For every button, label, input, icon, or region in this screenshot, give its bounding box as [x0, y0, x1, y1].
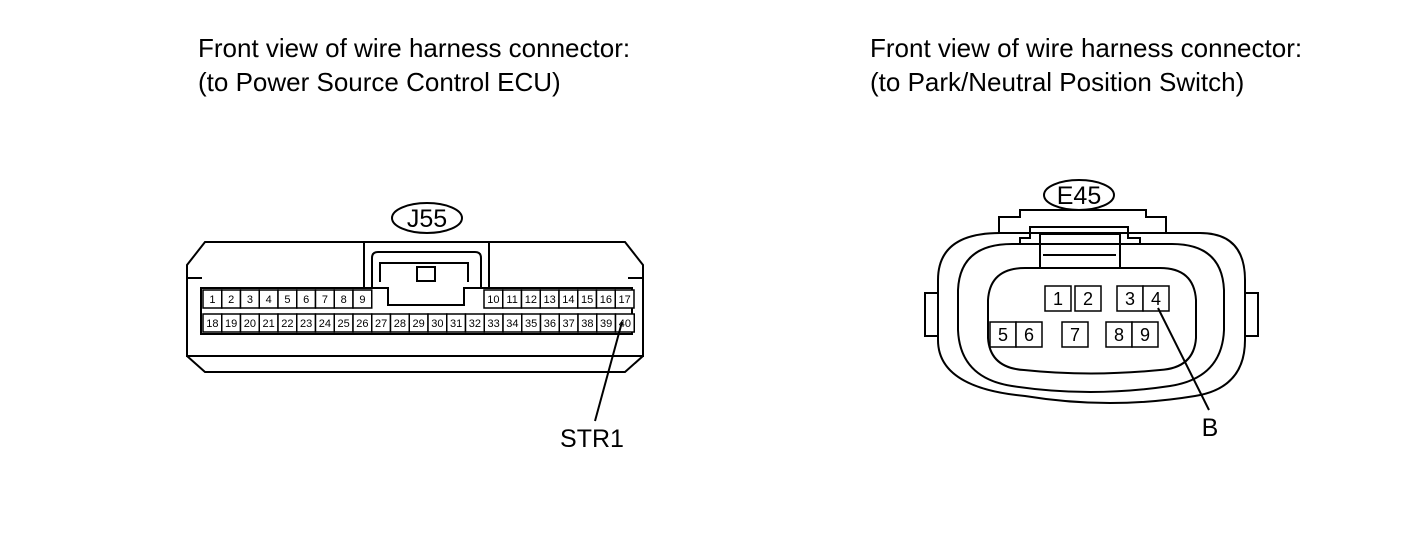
j55-pin-area-outline — [200, 287, 633, 335]
j55-pin-36-label: 36 — [544, 318, 556, 330]
j55-pin-30-label: 30 — [431, 318, 443, 330]
e45-pin-9-cavity — [1131, 321, 1159, 348]
e45-pin-4-cavity — [1142, 285, 1170, 312]
j55-pin-27-label: 27 — [375, 318, 387, 330]
j55-pin-17-cavity — [614, 289, 635, 309]
j55-lock-latch — [379, 262, 469, 282]
j55-pin-2-label: 2 — [228, 294, 234, 306]
e45-pin-4-label: 4 — [1151, 289, 1161, 309]
e45-pin-6-label: 6 — [1024, 325, 1034, 345]
j55-pin-17-label: 17 — [619, 294, 631, 306]
e45-label-ellipse — [1043, 179, 1115, 211]
j55-pin-15-label: 15 — [581, 294, 593, 306]
j55-pin-20-label: 20 — [244, 318, 256, 330]
e45-top-lock-inner — [1019, 226, 1141, 244]
e45-pin-3-label: 3 — [1125, 289, 1135, 309]
j55-label: J55 — [407, 205, 447, 233]
j55-pin-21-label: 21 — [263, 318, 275, 330]
j55-pin-4-label: 4 — [266, 294, 272, 306]
b-callout-label: B — [1202, 414, 1219, 442]
e45-pin-8-label: 8 — [1114, 325, 1124, 345]
j55-pin-16-label: 16 — [600, 294, 612, 306]
j55-pin-32-label: 32 — [469, 318, 481, 330]
j55-pin-1-label: 1 — [209, 294, 215, 306]
e45-pin-9-label: 9 — [1140, 325, 1150, 345]
j55-pin-5-label: 5 — [284, 294, 290, 306]
left-connector-caption: Front view of wire harness connector: (t… — [198, 31, 630, 99]
right-caption-line1: Front view of wire harness connector: — [870, 33, 1303, 63]
str1-callout-label: STR1 — [560, 425, 624, 453]
j55-pin-24-label: 24 — [319, 318, 331, 330]
j55-pin-39-label: 39 — [600, 318, 612, 330]
j55-pin-18-label: 18 — [206, 318, 218, 330]
e45-pin-1-cavity — [1044, 285, 1072, 312]
left-caption-line1: Front view of wire harness connector: — [198, 33, 631, 63]
j55-pin-9-cavity — [352, 289, 373, 309]
e45-pin-1-label: 1 — [1053, 289, 1063, 309]
j55-pin-12-label: 12 — [525, 294, 537, 306]
j55-lock-latch-center — [416, 266, 436, 282]
j55-pin-31-label: 31 — [450, 318, 462, 330]
j55-pin-8-label: 8 — [341, 294, 347, 306]
right-caption-line2: (to Park/Neutral Position Switch) — [870, 67, 1245, 97]
e45-outer-housing — [937, 232, 1246, 404]
j55-connector — [186, 241, 644, 373]
e45-connector — [924, 209, 1259, 404]
e45-inner-housing — [957, 243, 1225, 393]
e45-side-clip-right — [1245, 292, 1259, 337]
right-connector-caption: Front view of wire harness connector: (t… — [870, 31, 1302, 99]
j55-pin-14-label: 14 — [562, 294, 574, 306]
j55-pin-22-label: 22 — [281, 318, 293, 330]
e45-pin-8-cavity — [1105, 321, 1133, 348]
j55-pin-38-label: 38 — [581, 318, 593, 330]
b-leader-line — [1157, 307, 1210, 411]
j55-pins-bottom-row: 18 19 20 21 22 23 24 25 26 27 28 29 30 31 32 33 34 35 36 37… — [202, 313, 635, 333]
e45-pin-2-cavity — [1074, 285, 1102, 312]
e45-pin-5-label: 5 — [998, 325, 1008, 345]
e45-top-lock-notch — [1043, 243, 1116, 256]
e45-pin-7-cavity — [1061, 321, 1089, 348]
j55-pin-9-label: 9 — [359, 294, 365, 306]
j55-pin-3-label: 3 — [247, 294, 253, 306]
j55-pin-33-label: 33 — [488, 318, 500, 330]
e45-pin-6-cavity — [1015, 321, 1043, 348]
e45-side-clip-left — [924, 292, 938, 337]
j55-pin-13-label: 13 — [544, 294, 556, 306]
j55-pin-7-label: 7 — [322, 294, 328, 306]
j55-pin-40-label: 40 — [619, 318, 631, 330]
j55-pin-29-label: 29 — [413, 318, 425, 330]
str1-leader-line — [594, 321, 623, 422]
j55-pin-10-label: 10 — [487, 294, 499, 306]
e45-label: E45 — [1057, 182, 1101, 210]
j55-pin-19-label: 19 — [225, 318, 237, 330]
e45-pin-5-cavity — [989, 321, 1017, 348]
j55-lock-tab-outer — [363, 242, 490, 288]
e45-inner-wall — [987, 267, 1197, 375]
e45-pin-7-label: 7 — [1070, 325, 1080, 345]
j55-label-ellipse — [391, 202, 463, 234]
j55-pin-34-label: 34 — [506, 318, 518, 330]
j55-pin-28-label: 28 — [394, 318, 406, 330]
e45-top-lock-outer — [998, 209, 1167, 233]
j55-pin-26-label: 26 — [356, 318, 368, 330]
j55-pin-23-label: 23 — [300, 318, 312, 330]
j55-pin-35-label: 35 — [525, 318, 537, 330]
j55-lock-tab-inner — [371, 251, 482, 288]
j55-pin-6-label: 6 — [303, 294, 309, 306]
j55-pin-37-label: 37 — [563, 318, 575, 330]
j55-lower-body — [186, 355, 644, 373]
j55-pin-25-label: 25 — [338, 318, 350, 330]
e45-pin-2-label: 2 — [1083, 289, 1093, 309]
e45-top-lock-latch — [1039, 233, 1121, 268]
left-caption-line2: (to Power Source Control ECU) — [198, 67, 561, 97]
j55-pin-11-label: 11 — [506, 294, 517, 306]
